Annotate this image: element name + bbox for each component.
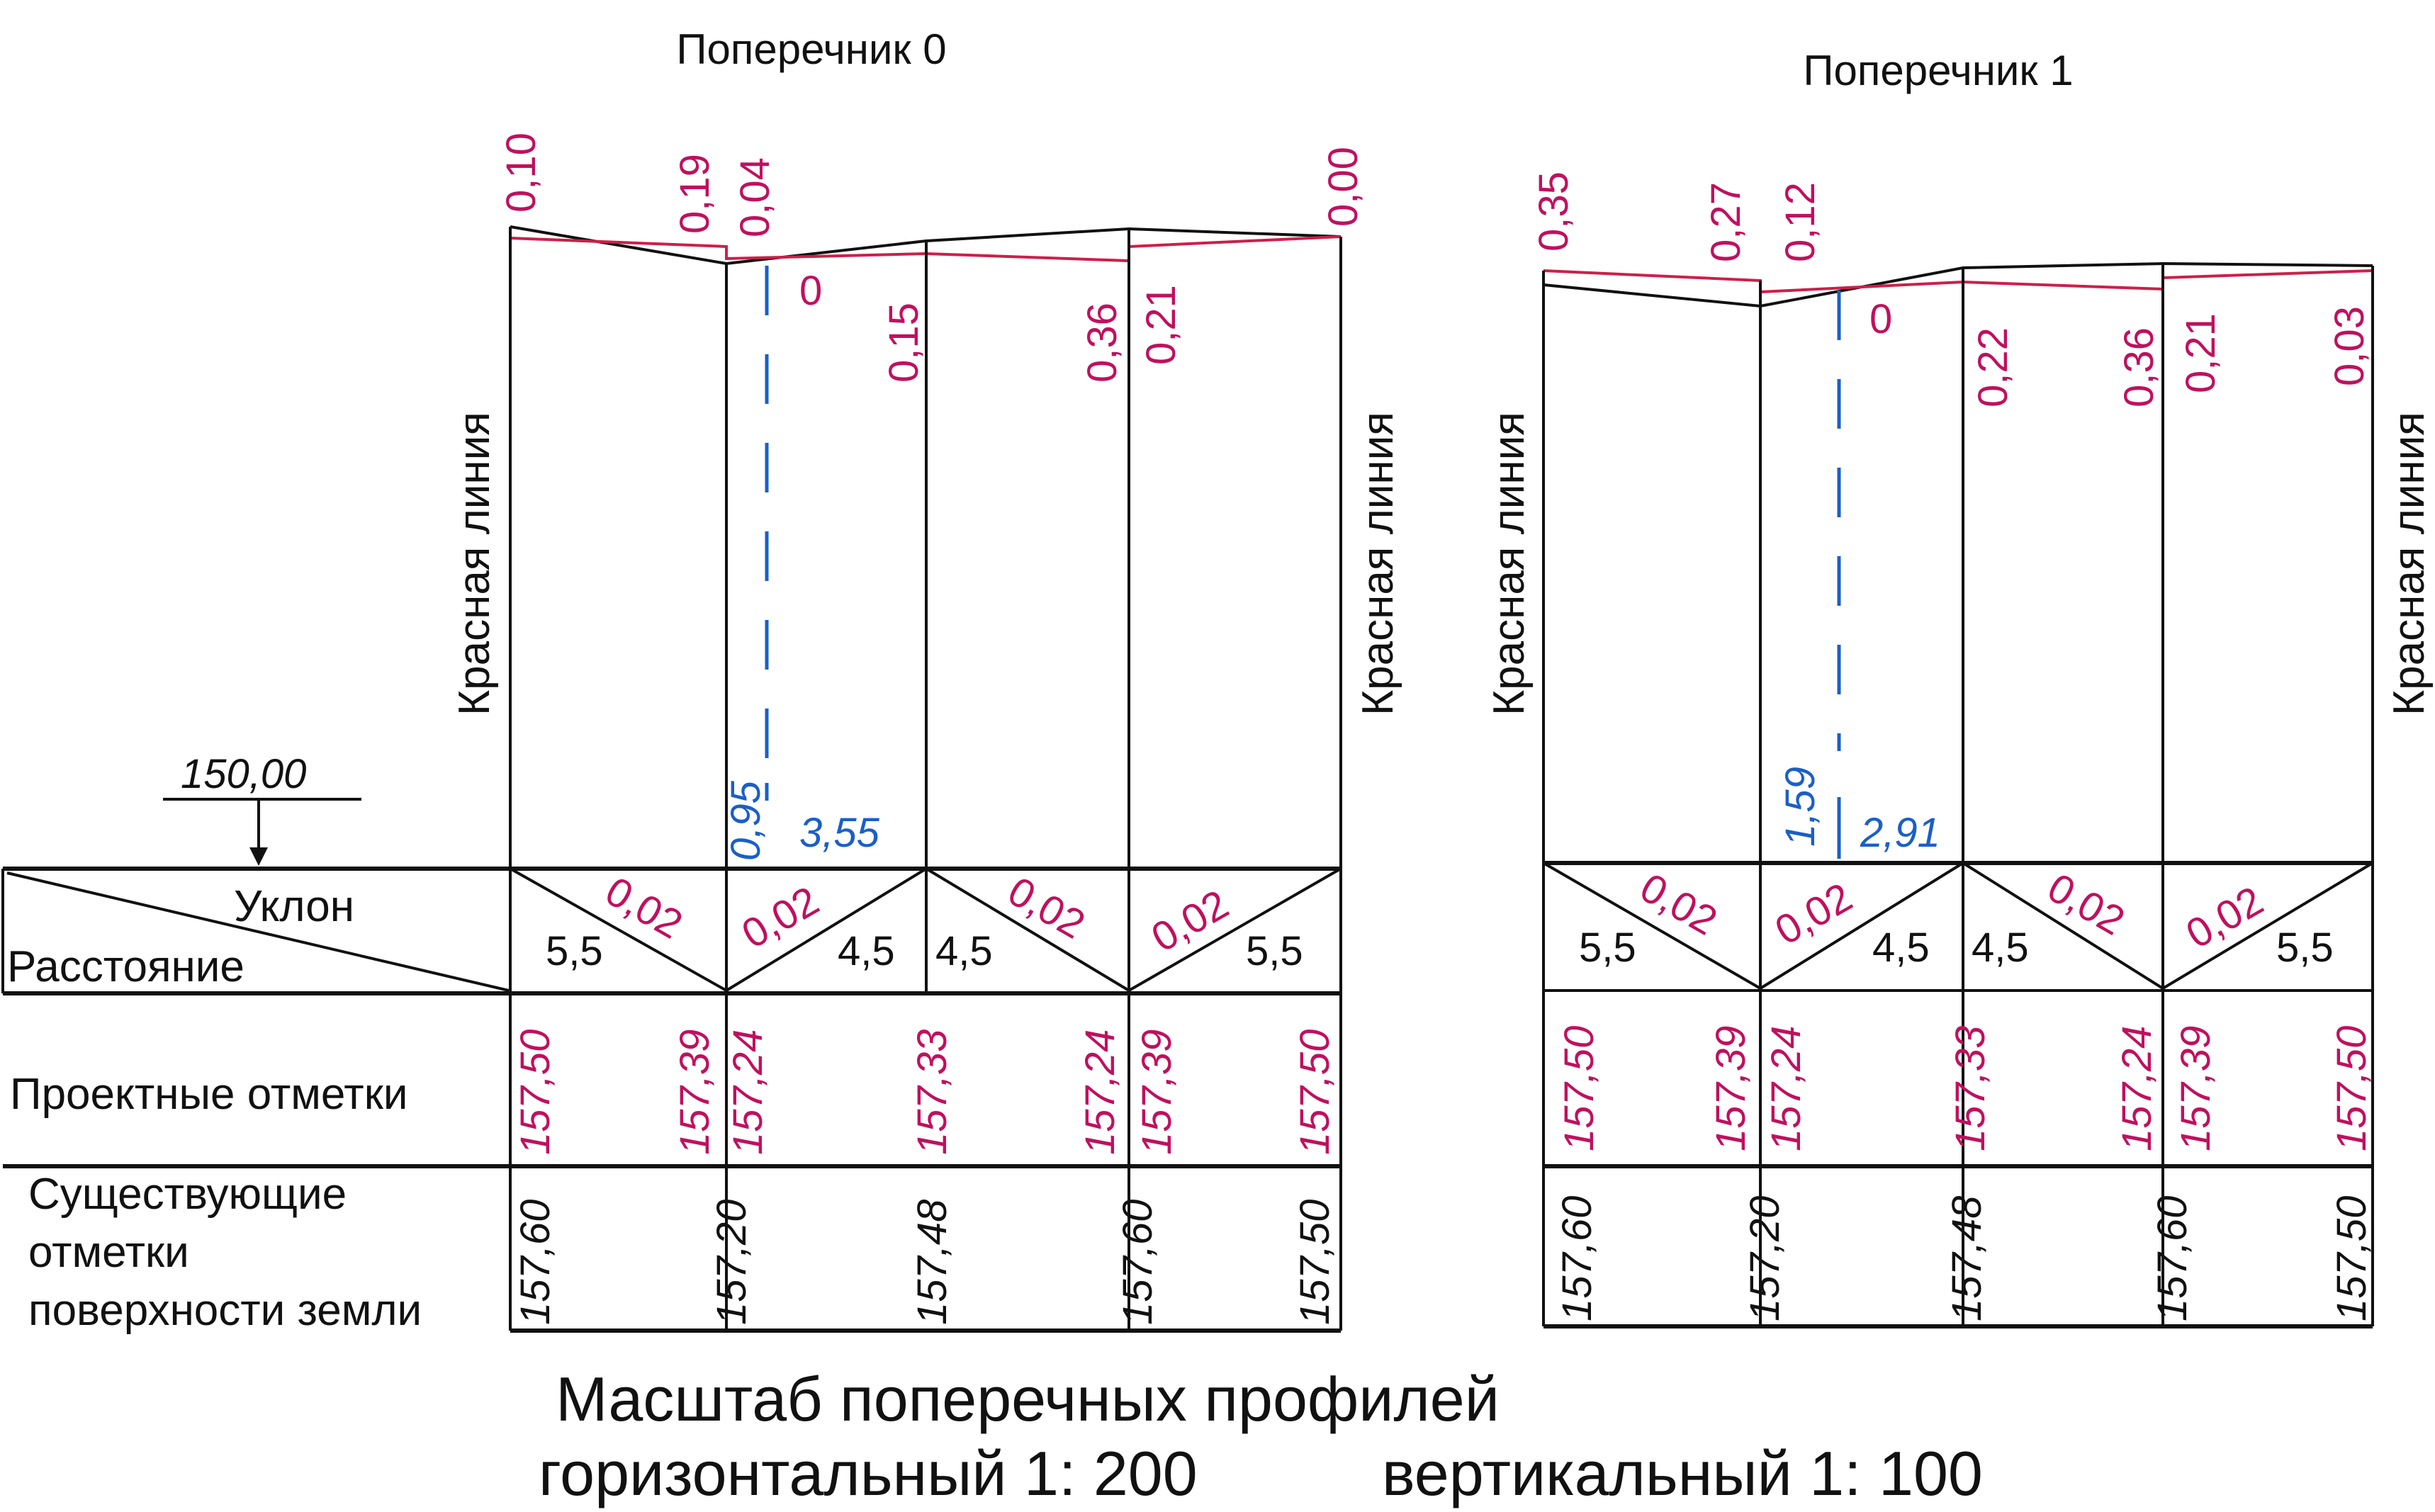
profile-1-diff-6: 0,36 [2116,327,2162,407]
profile-1-diff-2: 0,27 [1703,182,1749,262]
profile-0-distance-1: 5,5 [546,928,603,974]
profile-0-diff-6: 0,36 [1079,303,1125,383]
profile-1-slope-1: 0,02 [1633,864,1725,944]
profile-0-diff-1: 0,10 [498,132,544,213]
profile-1-existing-4: 157,60 [2149,1196,2195,1321]
profile-1-title: Поперечник 1 [1803,47,2073,94]
profile-1-ground-line [1543,261,2373,308]
profile-0-design-4: 157,33 [909,1029,955,1155]
existing-marks-label-line2: отметки [28,1228,189,1277]
profile-1-distance-3: 4,5 [1972,925,2029,971]
profile-0-diff-3: 0,04 [732,157,778,237]
profile-0-slope-4: 0,02 [1144,881,1236,961]
profile-0-diff-8: 0,00 [1320,147,1366,227]
profile-0-design-6: 157,39 [1134,1029,1180,1155]
slope-row-label: Уклон [234,882,354,931]
profile-0-red-line-label-left: Красная линия [450,412,499,716]
profile-1-axis-right: 2,91 [1860,810,1940,856]
profile-0-distance-3: 4,5 [935,928,993,974]
profile-0-existing-2: 157,20 [709,1200,755,1325]
profile-0-slope-zigzag [510,867,1342,993]
profile-1-design-2: 157,39 [1708,1026,1754,1151]
profile-0-title: Поперечник 0 [676,26,946,73]
profile-0-slope-2: 0,02 [734,878,826,958]
profile-0-design-3: 157,24 [725,1029,771,1155]
existing-marks-label-line1: Существующие [28,1170,347,1219]
profile-1-design-7: 157,50 [2329,1026,2375,1151]
profile-1: Поперечник 1 Красная линия Красная линия… [1485,47,2434,1328]
scale-caption: Масштаб поперечных профилей горизонтальн… [539,1364,1983,1508]
profile-1-diff-3: 0,12 [1777,182,1823,262]
profile-1-slope-zigzag [1542,861,2374,991]
profile-0-design-7: 157,50 [1292,1029,1338,1155]
profile-1-diff-5: 0,22 [1970,327,2016,407]
profile-1-diff-8: 0,03 [2327,306,2373,386]
profile-1-distance-1: 5,5 [1579,925,1636,971]
profile-0-distance-2: 4,5 [838,928,895,974]
profile-0-existing-5: 157,50 [1292,1200,1338,1325]
design-marks-row-label: Проектные отметки [10,1070,407,1119]
profile-0-existing-3: 157,48 [909,1200,955,1325]
profile-0: Поперечник 0 Красная линия Красная линия… [450,26,1402,1333]
profile-1-slope-3: 0,02 [2040,864,2132,944]
profile-1-design-line [1543,269,2373,294]
profile-0-slope-3: 0,02 [1001,868,1093,948]
profile-0-diff-5: 0,15 [881,303,927,383]
profile-0-existing-4: 157,60 [1115,1200,1161,1325]
profile-1-axis-left: 1,59 [1777,767,1823,847]
profile-1-design-5: 157,24 [2114,1026,2160,1151]
profile-1-design-1: 157,50 [1556,1026,1602,1151]
profile-0-diff-2: 0,19 [672,154,718,234]
profile-1-design-6: 157,39 [2173,1026,2219,1151]
profile-1-slope-4: 0,02 [2178,878,2271,958]
profile-1-design-3: 157,24 [1763,1026,1809,1151]
profile-1-distance-4: 5,5 [2276,925,2334,971]
profile-0-existing-1: 157,60 [512,1200,558,1325]
existing-marks-label-line3: поверхности земли [28,1286,422,1335]
profile-1-diff-4: 0 [1869,296,1892,342]
profile-1-slope-2: 0,02 [1767,874,1860,954]
profile-0-slope-1: 0,02 [598,868,690,948]
profile-0-distance-4: 5,5 [1246,928,1303,974]
scale-horizontal: горизонтальный 1: 200 [539,1438,1198,1508]
datum-marker: 150,00 [163,751,361,866]
profile-1-existing-5: 157,50 [2329,1196,2375,1321]
profile-0-design-1: 157,50 [512,1029,558,1155]
profile-0-design-2: 157,39 [672,1029,718,1155]
profile-1-distance-2: 4,5 [1872,925,1930,971]
distance-row-label: Расстояние [7,942,244,991]
datum-value: 150,00 [181,751,306,797]
profile-0-red-line-label-right: Красная линия [1354,412,1402,716]
row-labels: Уклон Расстояние Проектные отметки Сущес… [1,867,1341,1335]
slope-distance-diagonal [6,871,510,992]
scale-vertical: вертикальный 1: 100 [1382,1438,1983,1508]
profile-1-diff-7: 0,21 [2178,313,2224,393]
profile-1-red-line-label-right: Красная линия [2385,412,2434,716]
profile-0-diff-7: 0,21 [1138,285,1184,365]
profile-1-existing-3: 157,48 [1944,1196,1990,1321]
profile-1-existing-1: 157,60 [1554,1196,1600,1321]
datum-arrowhead [249,847,268,866]
profile-1-diff-1: 0,35 [1531,171,1577,252]
profile-1-existing-2: 157,20 [1742,1196,1788,1321]
profile-0-diff-4: 0 [799,268,822,314]
profile-1-design-4: 157,33 [1947,1026,1993,1151]
profile-0-axis-right: 3,55 [799,810,880,856]
profile-1-red-line-label-left: Красная линия [1485,412,1534,716]
scale-title: Масштаб поперечных профилей [556,1364,1500,1434]
profile-0-design-5: 157,24 [1077,1029,1123,1155]
profile-0-axis-left: 0,95 [723,780,769,861]
